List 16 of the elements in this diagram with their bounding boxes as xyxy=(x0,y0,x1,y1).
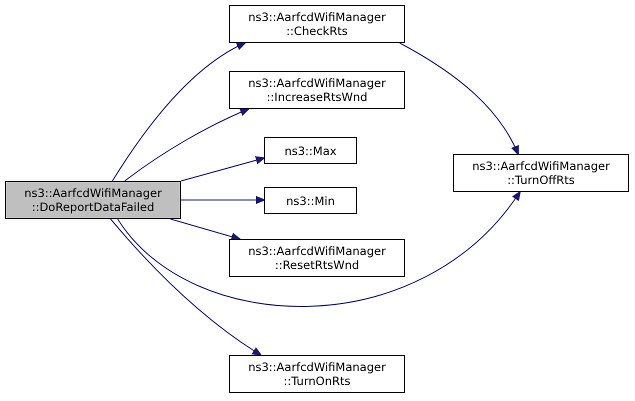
call-arrow xyxy=(180,196,266,204)
call-arrow xyxy=(117,190,521,307)
selected-function-box: ns3::AarfcdWifiManager ::DoReportDataFailed xyxy=(5,181,181,219)
function-box: ns3::AarfcdWifiManager ::ResetRtsWnd xyxy=(229,239,405,277)
call-arrow xyxy=(399,42,519,156)
function-box: ns3::AarfcdWifiManager ::CheckRts xyxy=(229,5,405,43)
call-arrow xyxy=(124,108,250,182)
call-arrow xyxy=(180,156,266,182)
function-box: ns3::Min xyxy=(264,187,357,214)
call-arrow xyxy=(110,218,262,356)
function-box: ns3::AarfcdWifiManager ::TurnOffRts xyxy=(453,154,629,192)
function-box: ns3::AarfcdWifiManager ::IncreaseRtsWnd xyxy=(229,71,405,109)
call-arrow xyxy=(170,218,241,241)
function-box: ns3::AarfcdWifiManager ::TurnOnRts xyxy=(229,355,405,393)
function-box: ns3::Max xyxy=(264,137,357,164)
call-arrow xyxy=(112,42,246,182)
